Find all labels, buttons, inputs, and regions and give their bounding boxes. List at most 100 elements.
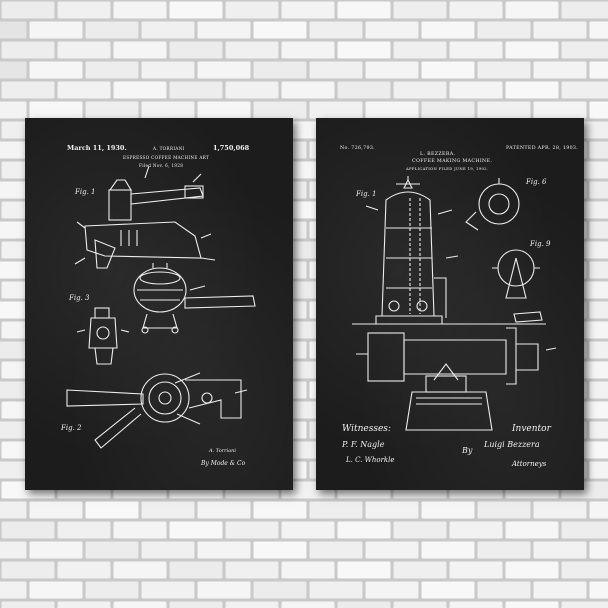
brick [141, 541, 195, 559]
brick [169, 521, 223, 539]
brick [589, 381, 608, 399]
brick [225, 561, 279, 579]
brick [505, 41, 559, 59]
brick [421, 501, 475, 519]
attorneys-signature: Attorneys [512, 460, 547, 468]
brick [0, 461, 27, 479]
inventor-label: Inventor [512, 424, 551, 434]
brick [197, 501, 251, 519]
brick [421, 101, 475, 119]
brick [421, 61, 475, 79]
brick [29, 61, 83, 79]
brick [29, 501, 83, 519]
brick [253, 101, 307, 119]
brick [253, 21, 307, 39]
poster-coffee-making-machine-patent: No. 726,793. PATENTED APR. 28, 1903. L. … [316, 118, 584, 490]
brick [0, 61, 27, 79]
brick [85, 501, 139, 519]
brick [1, 81, 55, 99]
coffee-machine-drawing [352, 176, 557, 431]
brick [29, 541, 83, 559]
brick [533, 101, 587, 119]
brick [337, 41, 391, 59]
brick [309, 501, 363, 519]
brick [0, 261, 27, 279]
brick [533, 581, 587, 599]
brick [85, 541, 139, 559]
brick [253, 501, 307, 519]
brick [0, 501, 27, 519]
poster-espresso-machine-patent: March 11, 1930. A. TORRIANI 1,750,068 ES… [25, 118, 293, 490]
brick [113, 81, 167, 99]
brick [141, 581, 195, 599]
brick [449, 521, 503, 539]
brick [449, 1, 503, 19]
brick [505, 521, 559, 539]
brick [393, 41, 447, 59]
fig-2-label: Fig. 2 [61, 424, 82, 432]
brick [0, 381, 27, 399]
brick [0, 221, 27, 239]
brick [589, 21, 608, 39]
brick [589, 261, 608, 279]
espresso-machine-drawing [66, 165, 256, 449]
brick [589, 501, 608, 519]
brick [449, 41, 503, 59]
brick [477, 541, 531, 559]
brick [589, 541, 608, 559]
patent-date: March 11, 1930. [67, 144, 127, 152]
brick [141, 501, 195, 519]
brick [477, 501, 531, 519]
brick [337, 601, 391, 608]
chalkboard-texture [316, 118, 584, 490]
brick [505, 1, 559, 19]
brick [57, 561, 111, 579]
brick [0, 421, 27, 439]
brick [113, 521, 167, 539]
brick [113, 1, 167, 19]
brick [365, 101, 419, 119]
brick [225, 41, 279, 59]
brick [561, 41, 608, 59]
brick [337, 81, 391, 99]
fig-6-label: Fig. 6 [526, 178, 547, 186]
brick [505, 81, 559, 99]
witness-1-signature: P. F. Nagle [342, 440, 385, 449]
fig-1-label: Fig. 1 [75, 188, 96, 196]
brick [85, 61, 139, 79]
brick [141, 61, 195, 79]
brick [421, 541, 475, 559]
brick [533, 541, 587, 559]
brick [197, 61, 251, 79]
brick [477, 61, 531, 79]
brick [477, 101, 531, 119]
inventor-signature: Luigi Bezzera [484, 440, 540, 449]
fig-9-label: Fig. 9 [530, 240, 551, 248]
brick [281, 1, 335, 19]
brick [281, 561, 335, 579]
brick [169, 41, 223, 59]
brick [421, 21, 475, 39]
brick [57, 41, 111, 59]
brick [393, 561, 447, 579]
brick [29, 581, 83, 599]
brick [337, 521, 391, 539]
brick [589, 341, 608, 359]
brick [197, 541, 251, 559]
brick [141, 101, 195, 119]
brick [253, 541, 307, 559]
brick [225, 1, 279, 19]
fig-1-label: Fig. 1 [356, 190, 377, 198]
brick [365, 581, 419, 599]
brick [281, 81, 335, 99]
brick [0, 101, 27, 119]
brick [365, 61, 419, 79]
attorney-signature: By Mode & Co [201, 460, 246, 467]
brick [337, 561, 391, 579]
brick [169, 1, 223, 19]
brick [309, 61, 363, 79]
brick [505, 601, 559, 608]
brick [57, 1, 111, 19]
brick [253, 581, 307, 599]
brick [561, 521, 608, 539]
